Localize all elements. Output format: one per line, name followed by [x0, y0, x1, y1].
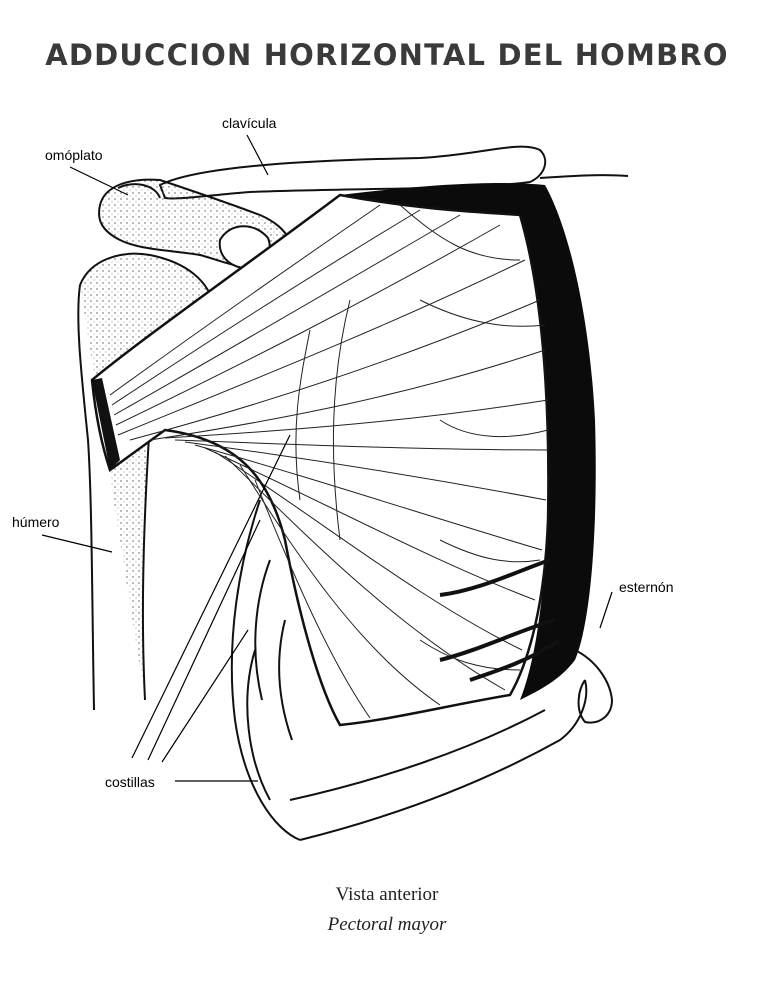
label-omoplato: omóplato [45, 147, 103, 163]
pectoralis-major-shape [90, 193, 562, 727]
leader-humero [41, 534, 113, 553]
caption-muscle: Pectoral mayor [327, 914, 447, 935]
leader-omoplato [69, 166, 129, 196]
leader-lines [41, 134, 613, 782]
leader-costillas-1 [131, 434, 291, 759]
label-esternon: esternón [619, 579, 674, 595]
rib-cage-shape [230, 499, 614, 841]
label-humero: húmero [12, 514, 60, 530]
leader-costillas-3 [161, 629, 249, 763]
leader-esternon [599, 591, 613, 629]
sternum-shape [340, 183, 596, 701]
leader-costillas-2 [147, 519, 261, 761]
label-clavicula: clavícula [222, 115, 277, 131]
diagram-title: ADDUCCION HORIZONTAL DEL HOMBRO [45, 38, 729, 72]
label-costillas: costillas [105, 774, 155, 790]
caption-view: Vista anterior [335, 884, 439, 905]
leader-clavicula [246, 134, 269, 176]
